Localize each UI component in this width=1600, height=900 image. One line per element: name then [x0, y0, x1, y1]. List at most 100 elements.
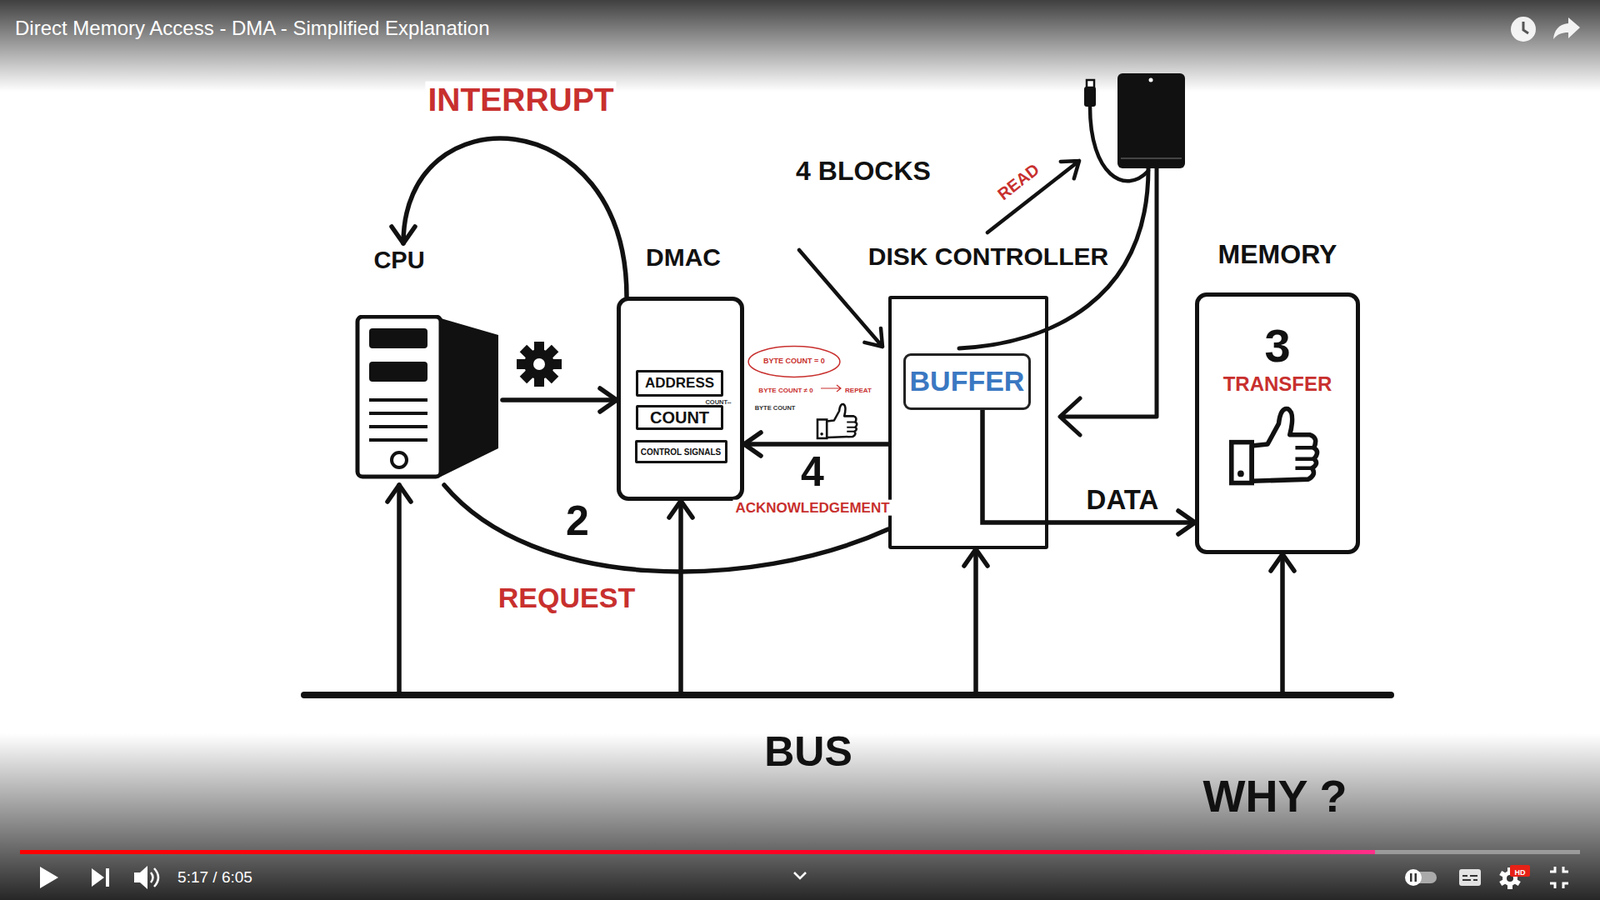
arrowhead [1270, 554, 1295, 571]
gear-icon [516, 341, 562, 387]
node-text-slot: COUNT [638, 407, 721, 428]
node-text: BYTE COUNT = 0 [763, 357, 825, 366]
connector-line [973, 549, 979, 692]
edge-label: DATA [1084, 484, 1162, 515]
hd-badge [1510, 865, 1530, 877]
arrowhead [964, 549, 988, 566]
arrowhead [387, 485, 411, 502]
memory-block: MEMORY 3TRANSFER [1190, 238, 1365, 555]
share-icon [1553, 17, 1580, 40]
block-count-label: 4 BLOCKS [795, 155, 931, 186]
node-text: ADDRESS [645, 375, 715, 392]
bus-line-outline [300, 691, 1395, 699]
time-display-holder: 5:17 / 6:05 [177, 869, 253, 887]
autoplay-toggle [1405, 869, 1437, 886]
edge-label-holder: DATA [1084, 485, 1162, 515]
connector [387, 485, 411, 692]
chevron-icon [794, 872, 806, 879]
node-text: TRANSFER [1223, 373, 1333, 395]
read-label-holder: READ [994, 160, 1043, 204]
usb-plug [1084, 80, 1096, 107]
connector-line [396, 485, 402, 692]
register-box: ADDRESS [635, 370, 724, 397]
node-text: 3 [1264, 322, 1290, 370]
condition-note: BYTE COUNT [755, 404, 796, 412]
arrowhead [744, 432, 761, 456]
repeat-arrow [820, 385, 841, 392]
connector-line [678, 500, 684, 692]
node-text: COUNT [650, 408, 710, 427]
edge-label-holder: REQUEST [495, 582, 638, 614]
progress-track [20, 850, 1580, 855]
question-label-holder: WHY ? [1203, 773, 1348, 819]
arrowhead [669, 500, 693, 518]
connector-line [502, 397, 617, 403]
node-heading-slot: DISK CONTROLLER [863, 240, 1114, 272]
counter-note-holder: COUNT-- [705, 392, 731, 408]
connector-line [1280, 554, 1285, 692]
callout-number: 4 [800, 448, 825, 495]
node-heading-slot: MEMORY [1190, 238, 1365, 272]
cable [1090, 106, 1149, 181]
computer-tower [354, 315, 503, 482]
video-title-slot: Direct Memory Access - DMA - Simplified … [15, 13, 765, 44]
speech-oval: BYTE COUNT = 0 [747, 345, 841, 379]
fullscreen-exit-icon [1550, 866, 1569, 889]
block-count-label-holder: 4 BLOCKS [795, 156, 931, 186]
volume-icon [134, 865, 159, 890]
node-text-slot: CONTROL SIGNALS [637, 442, 725, 461]
condition-note: BYTE COUNT ≠ 0 [758, 386, 813, 395]
node-heading-slot: DMAC [633, 241, 734, 272]
edge-label: ACKNOWLEDGEMENT [732, 500, 892, 516]
progress-played [20, 850, 1375, 855]
node-text-slot: BUFFER [905, 355, 1029, 408]
disk-to-buffer-arrow [1060, 168, 1157, 435]
node-heading: DISK CONTROLLER [868, 242, 1109, 270]
thumbs-up-icon [1231, 408, 1318, 483]
video-title: Direct Memory Access - DMA - Simplified … [15, 17, 490, 40]
clock-icon [1510, 16, 1536, 42]
arrowhead [1178, 510, 1195, 535]
edge-label-holder: INTERRUPT [425, 82, 616, 119]
time-display: 5:17 / 6:05 [177, 868, 253, 886]
node-heading: BUS [764, 730, 853, 773]
edge-label: INTERRUPT [425, 81, 616, 118]
connector [982, 410, 1195, 535]
node-heading: CPU [373, 247, 425, 275]
top-shade [0, 0, 1600, 92]
node-text-slot: 3 [1195, 320, 1360, 371]
disk-controller: DISK CONTROLLER BUFFER [863, 240, 1114, 550]
next-icon [91, 868, 110, 887]
callout-number: 2 [565, 497, 590, 545]
edge-label-holder: ACKNOWLEDGEMENT [732, 500, 892, 517]
cpu-tower: CPU [354, 243, 503, 485]
play-icon [40, 866, 59, 889]
node-text: CONTROL SIGNALS [640, 447, 721, 457]
hd-badge-text: HD [1515, 868, 1526, 877]
callout-number-holder: 2 [565, 500, 590, 542]
register-box: COUNT [635, 405, 724, 430]
hd-badge-text-holder: HD [1515, 863, 1526, 879]
node-text-slot: BYTE COUNT = 0 [747, 345, 841, 379]
condition-note-holder: BYTE COUNT ≠ 0 [758, 380, 813, 396]
node-heading: DMAC [645, 243, 721, 271]
dmac-block: DMAC ADDRESS COUNT CONTROL SIGNALS [616, 241, 746, 502]
buffer-box: BUFFER [903, 353, 1031, 410]
condition-note-holder: BYTE COUNT [755, 398, 796, 414]
node-heading: MEMORY [1218, 240, 1338, 270]
node-text: BUFFER [910, 365, 1025, 397]
disk-controller-outline [888, 295, 1049, 550]
connector-line [403, 138, 627, 297]
thumbs-up-icon [817, 404, 857, 439]
connector [964, 549, 988, 692]
disk-drive [1117, 73, 1185, 169]
connector [391, 138, 627, 297]
node-text-slot: ADDRESS [638, 372, 721, 395]
node-heading-slot: BUS [754, 728, 863, 775]
connector [669, 500, 693, 692]
edge-label: REQUEST [495, 581, 638, 614]
node-text-slot: TRANSFER [1195, 371, 1360, 397]
counter-note: COUNT-- [705, 398, 731, 406]
register-box: CONTROL SIGNALS [635, 440, 728, 464]
